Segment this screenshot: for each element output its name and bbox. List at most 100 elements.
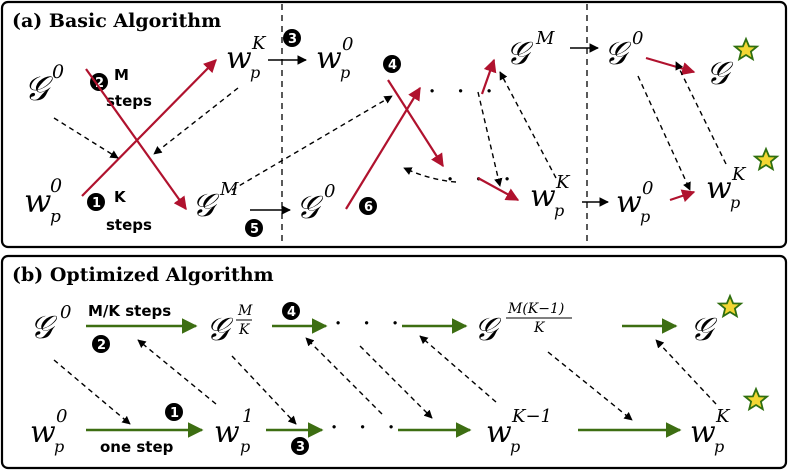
node-wpKstar-a: w K p — [706, 164, 747, 212]
red-arrow-wp0-to-wpK — [81, 59, 217, 197]
red-arrow-to-GM2 — [480, 58, 497, 95]
dashed-arrow-b-5 — [359, 345, 433, 419]
m-steps-label: steps — [106, 92, 152, 110]
svg-text:p: p — [510, 437, 520, 456]
svg-text:M(K−1): M(K−1) — [507, 301, 564, 317]
badge-1: 1 — [87, 193, 105, 211]
ellipsis-top-a: · · · — [428, 77, 499, 107]
svg-text:1: 1 — [92, 196, 101, 211]
mk-steps-label: M/K steps — [88, 302, 171, 320]
svg-text:K: K — [555, 172, 571, 193]
node-wp0-a: w 0 p — [24, 175, 62, 227]
svg-text:3: 3 — [288, 32, 297, 47]
svg-text:p: p — [714, 437, 724, 456]
red-arrow-to-wpK2 — [477, 177, 520, 201]
svg-text:0: 0 — [632, 28, 643, 49]
dashed-arrow-b-3 — [231, 355, 297, 425]
dashed-arrow-b-6 — [419, 335, 497, 403]
svg-text:p: p — [240, 437, 250, 456]
svg-text:0: 0 — [56, 406, 67, 427]
node-G0-a: 𝒢 0 — [24, 61, 64, 109]
svg-text:K: K — [533, 320, 546, 336]
badge-1-b: 1 — [165, 403, 183, 421]
panel-optimized-algorithm — [0, 254, 788, 470]
panel-a-title: (a) Basic Algorithm — [12, 10, 221, 32]
dashed-arrow-b-1 — [53, 359, 131, 425]
dashed-arrow-b-7 — [547, 351, 633, 421]
node-wpKstar-b: w K p — [690, 406, 731, 456]
svg-text:K: K — [251, 33, 267, 54]
node-wpK1-b: w K−1 p — [486, 406, 552, 456]
svg-text:w: w — [486, 415, 512, 450]
svg-text:0: 0 — [324, 181, 335, 202]
svg-text:2: 2 — [95, 76, 104, 91]
badge-2-b: 2 — [92, 335, 110, 353]
node-wpK-a: w K p — [226, 33, 267, 82]
node-wpK-a2: w K p — [530, 172, 571, 220]
dashed-arrow-G0-down — [53, 117, 119, 159]
svg-text:p: p — [340, 63, 350, 82]
node-wp0-b: w 0 p — [30, 406, 67, 456]
one-step-label: one step — [100, 438, 174, 456]
svg-text:w: w — [226, 41, 252, 76]
svg-text:M: M — [535, 28, 555, 49]
svg-text:4: 4 — [388, 58, 397, 73]
dashed-arrow-b-8 — [655, 339, 717, 405]
svg-text:K: K — [731, 164, 747, 185]
dashed-arrow-b-2 — [137, 339, 217, 405]
red-arrow-G0-to-Gstar — [645, 56, 696, 76]
svg-text:w: w — [616, 185, 642, 220]
svg-text:1: 1 — [242, 406, 253, 427]
svg-text:K: K — [238, 322, 251, 338]
svg-text:M: M — [219, 179, 239, 200]
svg-text:w: w — [530, 179, 556, 214]
svg-text:p: p — [54, 437, 64, 456]
svg-text:w: w — [30, 415, 56, 450]
dashed-arrow-mid-down — [477, 91, 503, 187]
svg-text:6: 6 — [364, 200, 373, 215]
red-arrow-wp0-to-wpKstar — [669, 189, 696, 203]
svg-text:p: p — [50, 207, 61, 227]
dashed-arrow-back-mid — [403, 167, 457, 183]
dashed-arrow-G0-to-wpKstar — [637, 75, 691, 191]
svg-text:0: 0 — [342, 34, 353, 55]
svg-text:p: p — [554, 201, 564, 220]
node-wp0-a3: w 0 p — [616, 178, 653, 226]
badge-5: 5 — [245, 219, 263, 237]
red-arrow-G0-to-GM — [85, 68, 187, 211]
dashed-arrow-wpK2-up — [499, 71, 557, 179]
dashed-arrow-GM-to-mid — [231, 95, 393, 191]
svg-text:2: 2 — [97, 338, 106, 353]
node-wp1-b: w 1 p — [214, 406, 253, 456]
svg-text:p: p — [730, 193, 740, 212]
svg-text:p: p — [640, 207, 650, 226]
panel-basic-algorithm — [0, 0, 788, 249]
svg-text:w: w — [24, 182, 51, 220]
svg-text:1: 1 — [170, 406, 179, 421]
ellipsis-top-b: · · · — [334, 309, 405, 339]
svg-text:w: w — [690, 415, 716, 450]
node-wp0-a2: w 0 p — [316, 34, 353, 82]
svg-text:5: 5 — [250, 222, 259, 237]
svg-text:0: 0 — [642, 178, 653, 199]
k-label: K — [114, 188, 127, 206]
badge-4: 4 — [383, 55, 401, 73]
svg-text:K: K — [715, 406, 731, 427]
dashed-arrow-wpK-to-G0 — [675, 61, 727, 165]
red-arrow-wp0-down — [387, 79, 444, 168]
panel-b-title: (b) Optimized Algorithm — [12, 264, 274, 286]
badge-6: 6 — [359, 197, 377, 215]
badge-3: 3 — [283, 29, 301, 47]
badge-3-b: 3 — [291, 437, 309, 455]
k-steps-label: steps — [106, 216, 152, 234]
svg-text:4: 4 — [287, 305, 296, 320]
svg-text:w: w — [214, 415, 240, 450]
red-arrow-G0-up — [345, 86, 421, 210]
svg-text:w: w — [316, 41, 342, 76]
m-label: M — [114, 66, 129, 84]
badge-2: 2 — [90, 73, 108, 91]
svg-text:0: 0 — [50, 175, 62, 197]
svg-text:3: 3 — [296, 440, 305, 455]
svg-text:0: 0 — [60, 302, 71, 323]
